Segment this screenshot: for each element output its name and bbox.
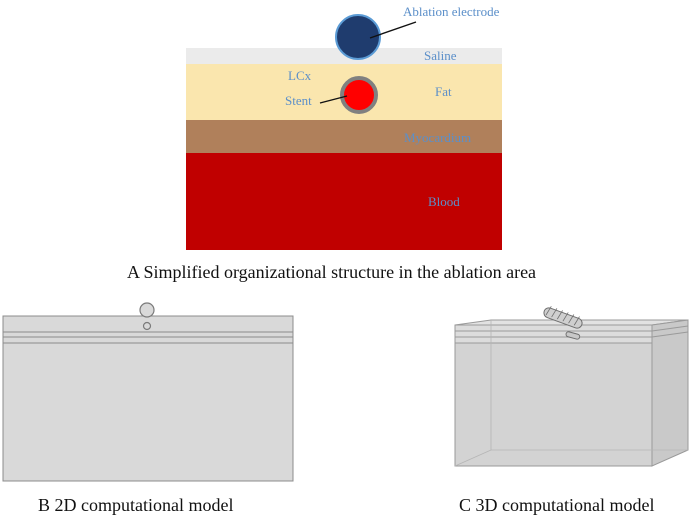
panel-c-3d-model [454,306,689,467]
label-lcx: LCx [288,68,312,83]
ablation-electrode [335,14,381,60]
model-3d-hidden-edge-3 [454,449,492,467]
caption-panel-c: C 3D computational model [459,495,655,515]
model-3d-front-face [454,342,653,467]
blood-layer [186,153,502,250]
label-saline: Saline [424,48,457,63]
label-stent: Stent [285,93,312,108]
model-3d-layer-2-side [651,331,689,338]
model-2d-electrode [139,302,155,318]
model-3d-right-face [651,319,689,467]
electrode-leader-line [369,21,417,39]
myocardium-layer [186,120,502,153]
caption-panel-a: A Simplified organizational structure in… [127,262,537,282]
caption-panel-b: B 2D computational model [38,495,234,515]
panel-b-2d-model [2,302,294,482]
model-3d-electrode-catheter [543,306,583,329]
panel-a-structure [186,14,502,250]
lcx-vessel [340,76,378,114]
label-ablation-electrode: Ablation electrode [403,4,500,19]
label-blood: Blood [428,194,460,209]
model-2d-domain [2,315,294,482]
label-myocardium: Myocardium [404,130,472,145]
model-2d-vessel [142,321,152,331]
saline-layer [186,48,502,64]
label-fat: Fat [435,84,452,99]
model-3d-vessel [565,331,581,340]
model-3d-top-slab [454,324,653,344]
model-3d-layer-1-side [651,325,689,332]
stent-leader-line [319,95,348,104]
